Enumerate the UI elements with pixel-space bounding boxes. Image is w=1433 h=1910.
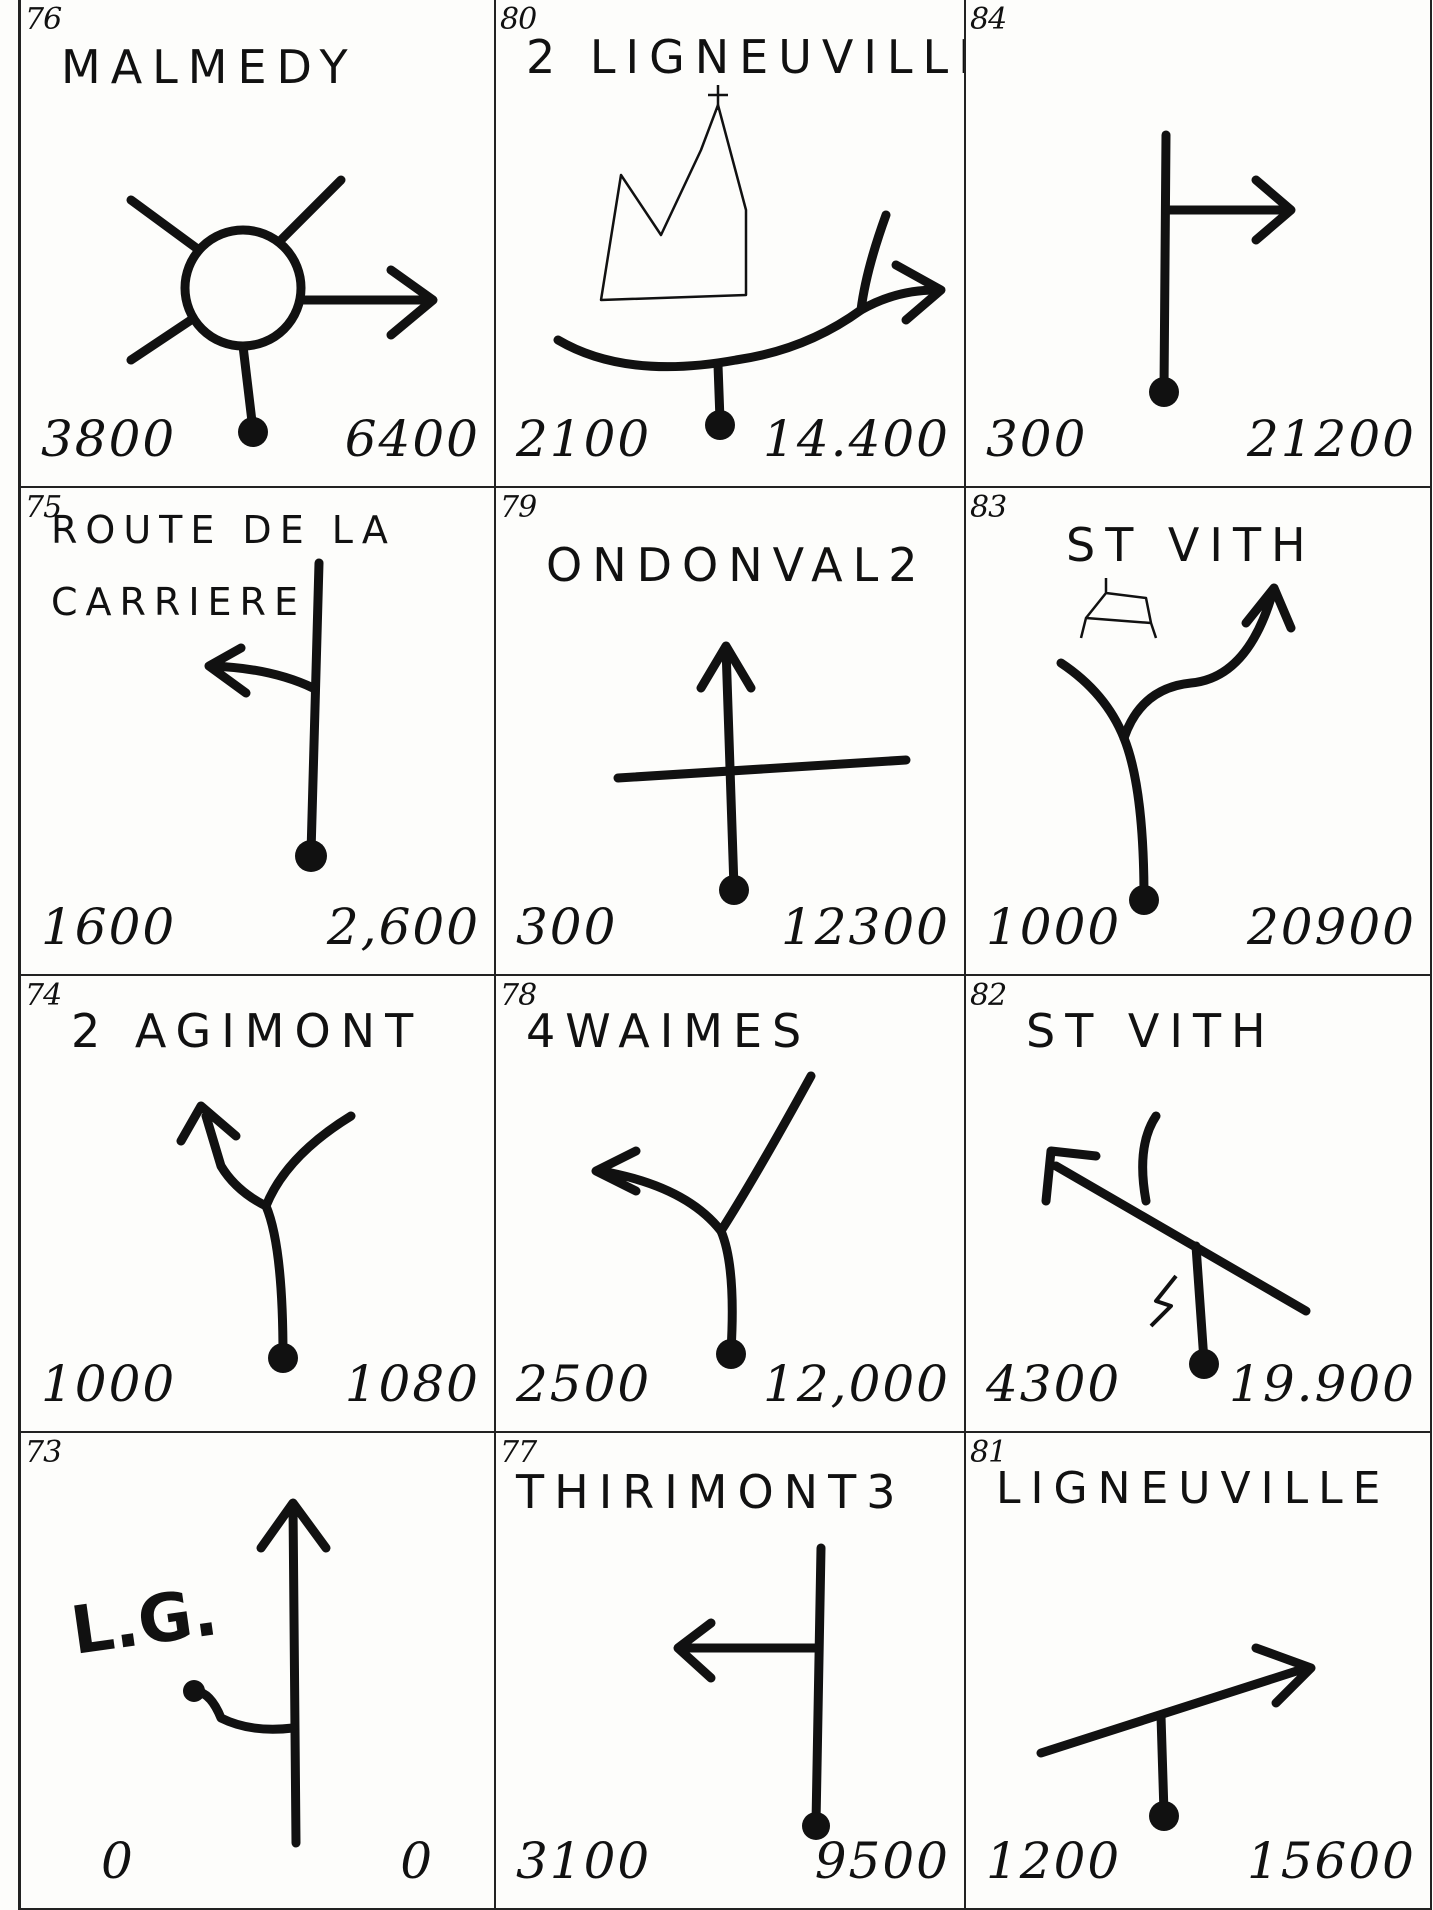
partial-distance: 1200 xyxy=(986,1832,1121,1890)
total-distance: 9500 xyxy=(815,1832,950,1890)
tulip-cell-73: 73 L.G. 0 0 xyxy=(21,1433,496,1910)
tulip-cell-82: 82 ST VITH 4300 19.900 xyxy=(966,976,1432,1433)
total-distance: 12300 xyxy=(781,898,950,956)
tulip-cell-84: 84 300 21200 xyxy=(966,0,1432,488)
total-distance: 19.900 xyxy=(1229,1355,1416,1413)
tulip-cell-77: 77 THIRIMONT3 3100 9500 xyxy=(496,1433,966,1910)
total-distance: 6400 xyxy=(345,410,480,468)
partial-distance: 1600 xyxy=(41,898,176,956)
partial-distance: 3800 xyxy=(41,410,176,468)
partial-distance: 1000 xyxy=(986,898,1121,956)
tulip-cell-74: 74 2 AGIMONT 1000 1080 xyxy=(21,976,496,1433)
tulip-cell-78: 78 4WAIMES 2500 12,000 xyxy=(496,976,966,1433)
partial-distance: 0 xyxy=(101,1832,135,1890)
partial-distance: 2500 xyxy=(516,1355,651,1413)
total-distance: 1080 xyxy=(345,1355,480,1413)
tulip-cell-76: 76 MALMEDY 3800 6400 xyxy=(21,0,496,488)
tulip-cell-81: 81 LIGNEUVILLE 1200 15600 xyxy=(966,1433,1432,1910)
tulip-cell-83: 83 ST VITH 1000 20900 xyxy=(966,488,1432,976)
partial-distance: 300 xyxy=(516,898,617,956)
total-distance: 2,600 xyxy=(327,898,480,956)
partial-distance: 4300 xyxy=(986,1355,1121,1413)
total-distance: 20900 xyxy=(1247,898,1416,956)
partial-distance: 2100 xyxy=(516,410,651,468)
total-distance: 0 xyxy=(400,1832,434,1890)
tulip-cell-80: 80 2 LIGNEUVILLE 2100 14.400 xyxy=(496,0,966,488)
total-distance: 15600 xyxy=(1247,1832,1416,1890)
tulip-grid: 76 MALMEDY 3800 6400 80 2 LIGNEUVILLE xyxy=(18,0,1432,1910)
partial-distance: 300 xyxy=(986,410,1087,468)
total-distance: 21200 xyxy=(1247,410,1416,468)
tulip-cell-75: 75 ROUTE DE LA CARRIERE 1600 2,600 xyxy=(21,488,496,976)
partial-distance: 3100 xyxy=(516,1832,651,1890)
partial-distance: 1000 xyxy=(41,1355,176,1413)
total-distance: 12,000 xyxy=(763,1355,950,1413)
tulip-cell-79: 79 ONDONVAL2 300 12300 xyxy=(496,488,966,976)
total-distance: 14.400 xyxy=(763,410,950,468)
